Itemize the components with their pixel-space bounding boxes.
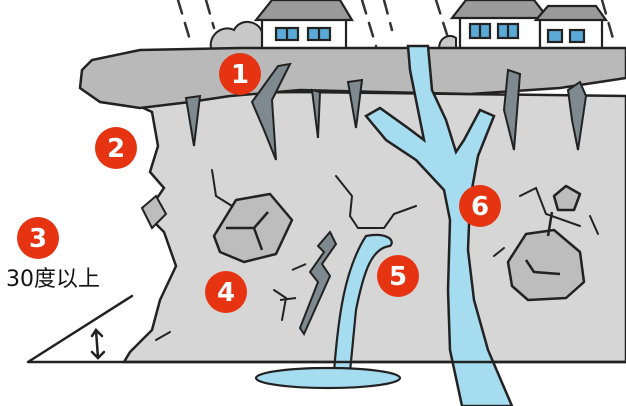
marker-label: 3 (29, 224, 47, 254)
rock-left (212, 192, 294, 264)
cliff-lump (140, 194, 168, 230)
pouring-stream (364, 44, 514, 406)
hanging-cracks (184, 62, 588, 161)
marker-circle (459, 185, 501, 227)
zigzag-branch (279, 263, 307, 301)
marker-circle (95, 127, 137, 169)
marker-4: 4 (205, 271, 247, 313)
marker-label: 2 (107, 134, 125, 164)
marker-circle (377, 255, 419, 297)
surface-cracks (155, 169, 599, 341)
marker-label: 1 (231, 60, 249, 90)
angle-label: 30度以上 (6, 267, 100, 292)
number-markers: 1 2 3 4 5 6 (17, 53, 501, 313)
house-right (449, 0, 609, 56)
marker-circle (205, 271, 247, 313)
zigzag-crack (298, 230, 338, 337)
marker-3: 3 (17, 217, 59, 259)
marker-label: 4 (217, 278, 235, 308)
marker-label: 6 (471, 192, 489, 222)
marker-1: 1 (219, 53, 261, 95)
marker-6: 6 (459, 185, 501, 227)
marker-label: 5 (389, 262, 407, 292)
marker-2: 2 (95, 127, 137, 169)
rock-right (506, 184, 586, 302)
marker-5: 5 (377, 255, 419, 297)
marker-circle (219, 53, 261, 95)
marker-circle (17, 217, 59, 259)
slope-angle-marker (26, 294, 134, 364)
spring-water (254, 233, 402, 390)
house-left (253, 0, 354, 56)
